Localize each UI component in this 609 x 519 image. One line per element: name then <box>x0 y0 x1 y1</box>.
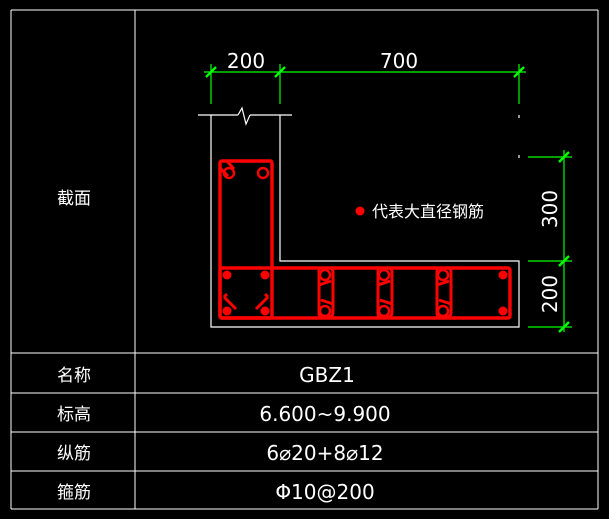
legend-large-bar-icon <box>355 206 365 216</box>
large-rebar-dots <box>222 270 508 316</box>
dimension-side-lower: 200 <box>538 275 562 313</box>
rebar-cage <box>218 159 512 320</box>
dimension-top-right: 700 <box>380 49 418 73</box>
table-grid <box>10 9 599 510</box>
row-value-name: GBZ1 <box>299 363 355 387</box>
row-label-name: 名称 <box>57 366 91 386</box>
row-label-longitudinal-bars: 纵筋 <box>57 444 91 464</box>
row-label-stirrups: 箍筋 <box>57 483 91 503</box>
row-value-elevation: 6.600~9.900 <box>259 402 390 426</box>
row-value-longitudinal-bars: 6⌀20+8⌀12 <box>266 441 383 465</box>
section-outline <box>198 106 520 328</box>
section-label: 截面 <box>57 189 91 209</box>
row-label-elevation: 标高 <box>57 405 91 425</box>
dimension-lines <box>204 64 572 333</box>
legend-text: 代表大直径钢筋 <box>372 202 484 221</box>
dimension-side-upper: 300 <box>538 190 562 228</box>
dimension-top-left: 200 <box>227 49 265 73</box>
row-value-stirrups: Φ10@200 <box>275 480 374 504</box>
